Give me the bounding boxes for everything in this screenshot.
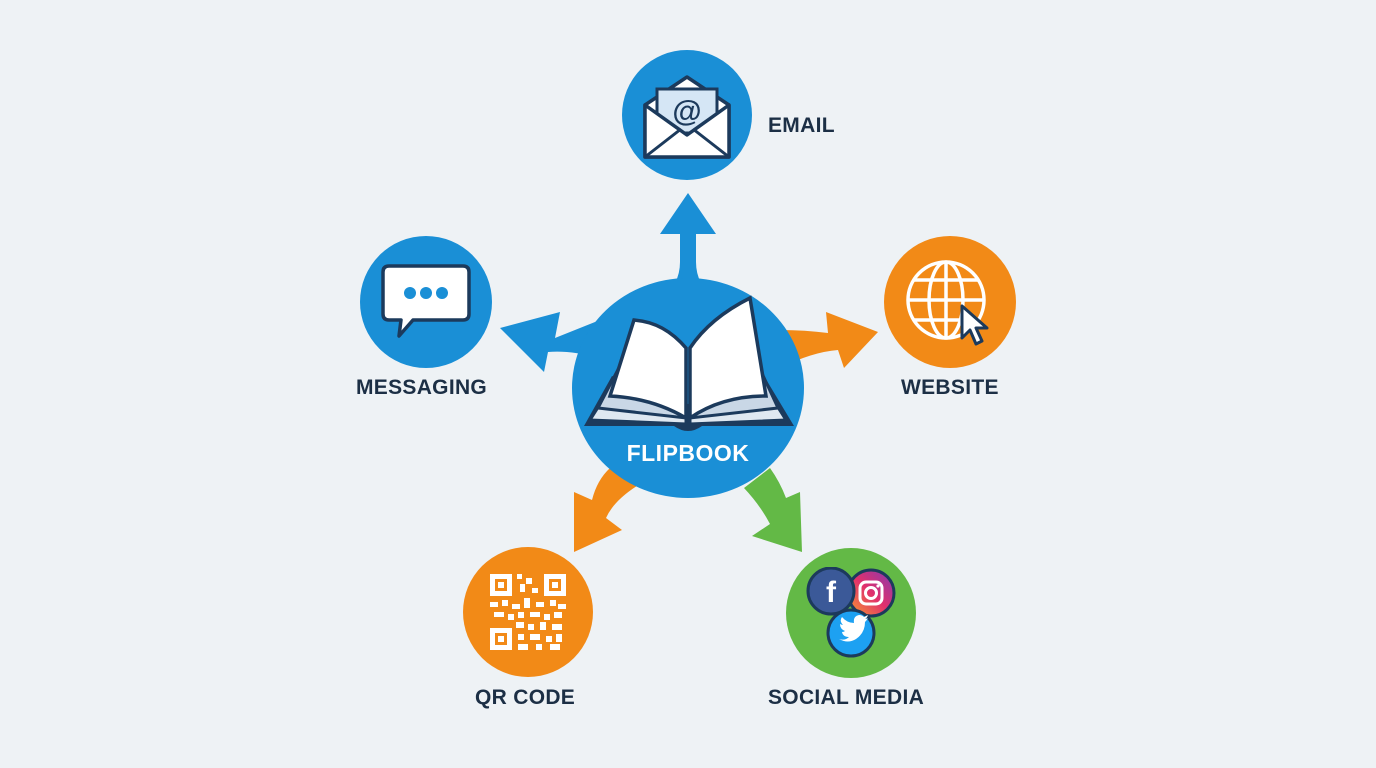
email-label: EMAIL bbox=[768, 114, 835, 137]
website-label: WEBSITE bbox=[901, 376, 999, 399]
instagram-icon bbox=[846, 568, 896, 618]
messaging-node[interactable] bbox=[360, 236, 492, 368]
social-media-label: SOCIAL MEDIA bbox=[768, 686, 925, 709]
arrow-to-qr bbox=[574, 468, 640, 552]
flipbook-label: FLIPBOOK bbox=[626, 440, 750, 466]
social-logos-icon: f bbox=[806, 567, 896, 658]
open-book-icon bbox=[584, 295, 794, 431]
email-node[interactable]: @ bbox=[622, 50, 752, 180]
facebook-icon: f bbox=[806, 567, 856, 616]
envelope-at-icon: @ bbox=[643, 75, 731, 159]
arrow-to-social bbox=[744, 468, 802, 552]
qr-code-node[interactable] bbox=[463, 547, 593, 677]
qr-code-label: QR CODE bbox=[475, 686, 576, 709]
globe-cursor-icon bbox=[906, 260, 989, 346]
arrow-to-website bbox=[780, 312, 878, 368]
svg-text:f: f bbox=[826, 576, 837, 609]
qr-code-icon bbox=[490, 574, 566, 650]
website-node[interactable] bbox=[884, 236, 1016, 368]
messaging-label: MESSAGING bbox=[356, 376, 488, 399]
twitter-icon bbox=[826, 608, 876, 658]
social-media-node[interactable]: f bbox=[786, 548, 916, 678]
arrow-to-messaging bbox=[500, 312, 600, 372]
svg-text:@: @ bbox=[672, 95, 701, 128]
chat-bubble-icon bbox=[381, 264, 471, 338]
flipbook-center-node: FLIPBOOK bbox=[572, 278, 804, 498]
arrow-to-email bbox=[660, 193, 716, 300]
